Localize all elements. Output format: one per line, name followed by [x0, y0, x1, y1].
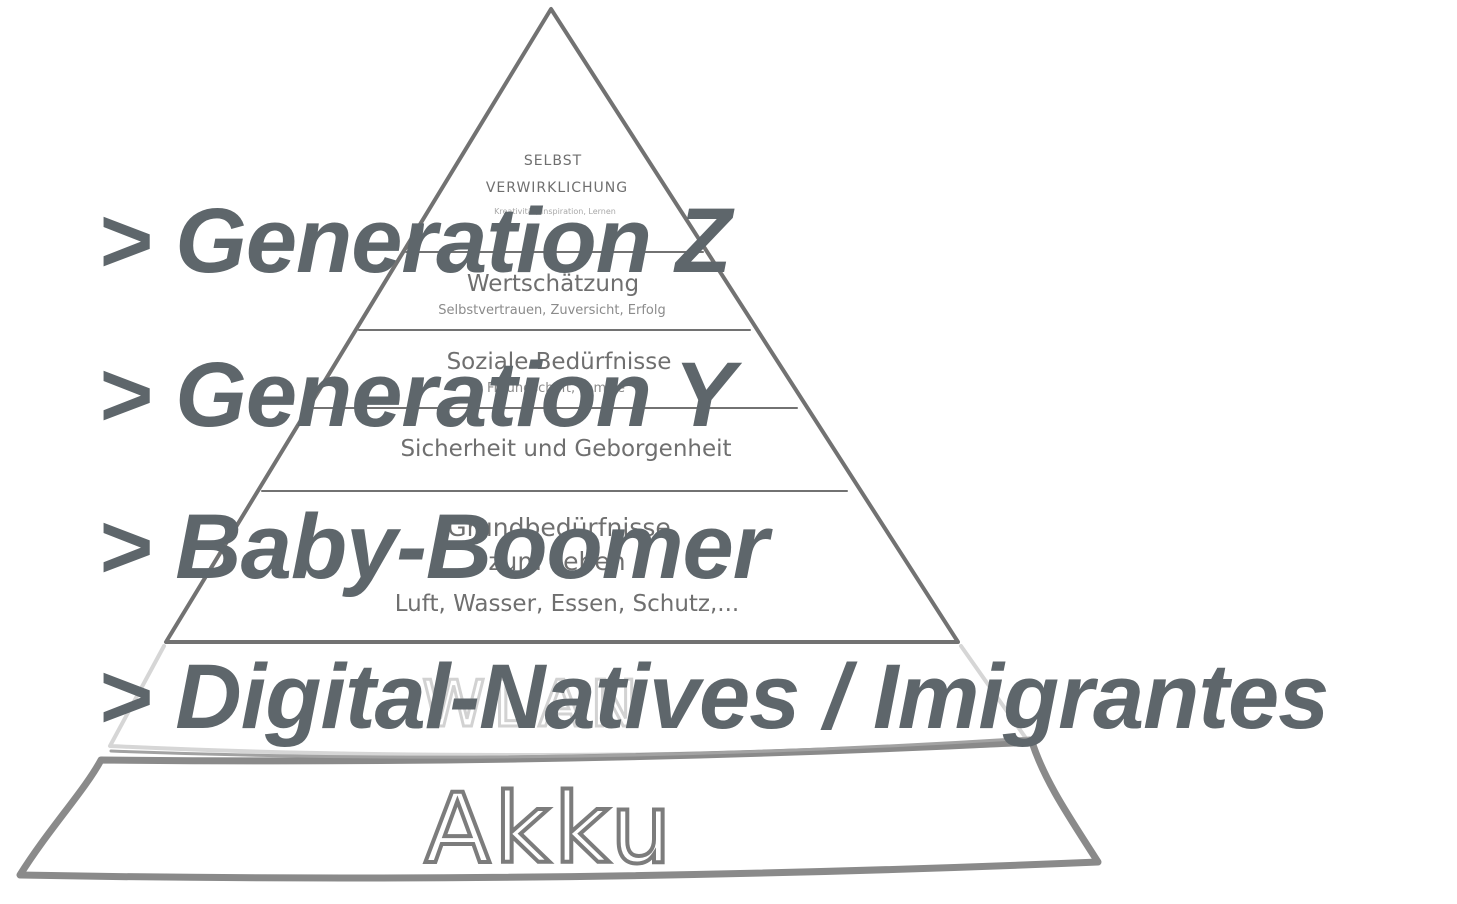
level-5-title-line-1: Grundbedürfnisse	[447, 513, 670, 542]
level-3-title: Soziale Bedürfnisse	[447, 349, 672, 375]
overlay-line-digital-natives: > Digital-Natives / Imigrantes	[98, 646, 1329, 748]
overlay-line-generation-y: > Generation Y	[98, 344, 735, 446]
level-1-title-line-2: VERWIRKLICHUNG	[486, 180, 628, 196]
level-2-title: Wertschätzung	[467, 271, 639, 297]
overlay-line-baby-boomer: > Baby-Boomer	[98, 496, 768, 598]
wlan-label: WLAN	[422, 668, 646, 742]
level-1-title-line-1: SELBST	[524, 153, 582, 169]
akku-layer-outline	[16, 738, 1102, 882]
pyramid-lines	[164, 7, 960, 644]
level-5-title-line-2: zum Leben	[488, 547, 625, 576]
level-3-subtitle: Freundschaft, Familie	[487, 381, 625, 396]
overlay-line-generation-z: > Generation Z	[98, 190, 732, 292]
level-4-title: Sicherheit und Geborgenheit	[400, 436, 731, 462]
level-5-subtitle: Luft, Wasser, Essen, Schutz,...	[395, 591, 739, 617]
hand-drawn-base	[16, 644, 1102, 882]
akku-layer-top-stroke	[109, 736, 1032, 759]
akku-label: Akku	[425, 773, 676, 885]
level-1-subtitle: Kreativität, Inspiration, Lernen	[494, 207, 616, 216]
level-2-subtitle: Selbstvertrauen, Zuversicht, Erfolg	[438, 303, 665, 318]
pyramid-outline	[164, 7, 960, 644]
pyramid-labels: SELBST VERWIRKLICHUNG Kreativität, Inspi…	[395, 153, 739, 887]
